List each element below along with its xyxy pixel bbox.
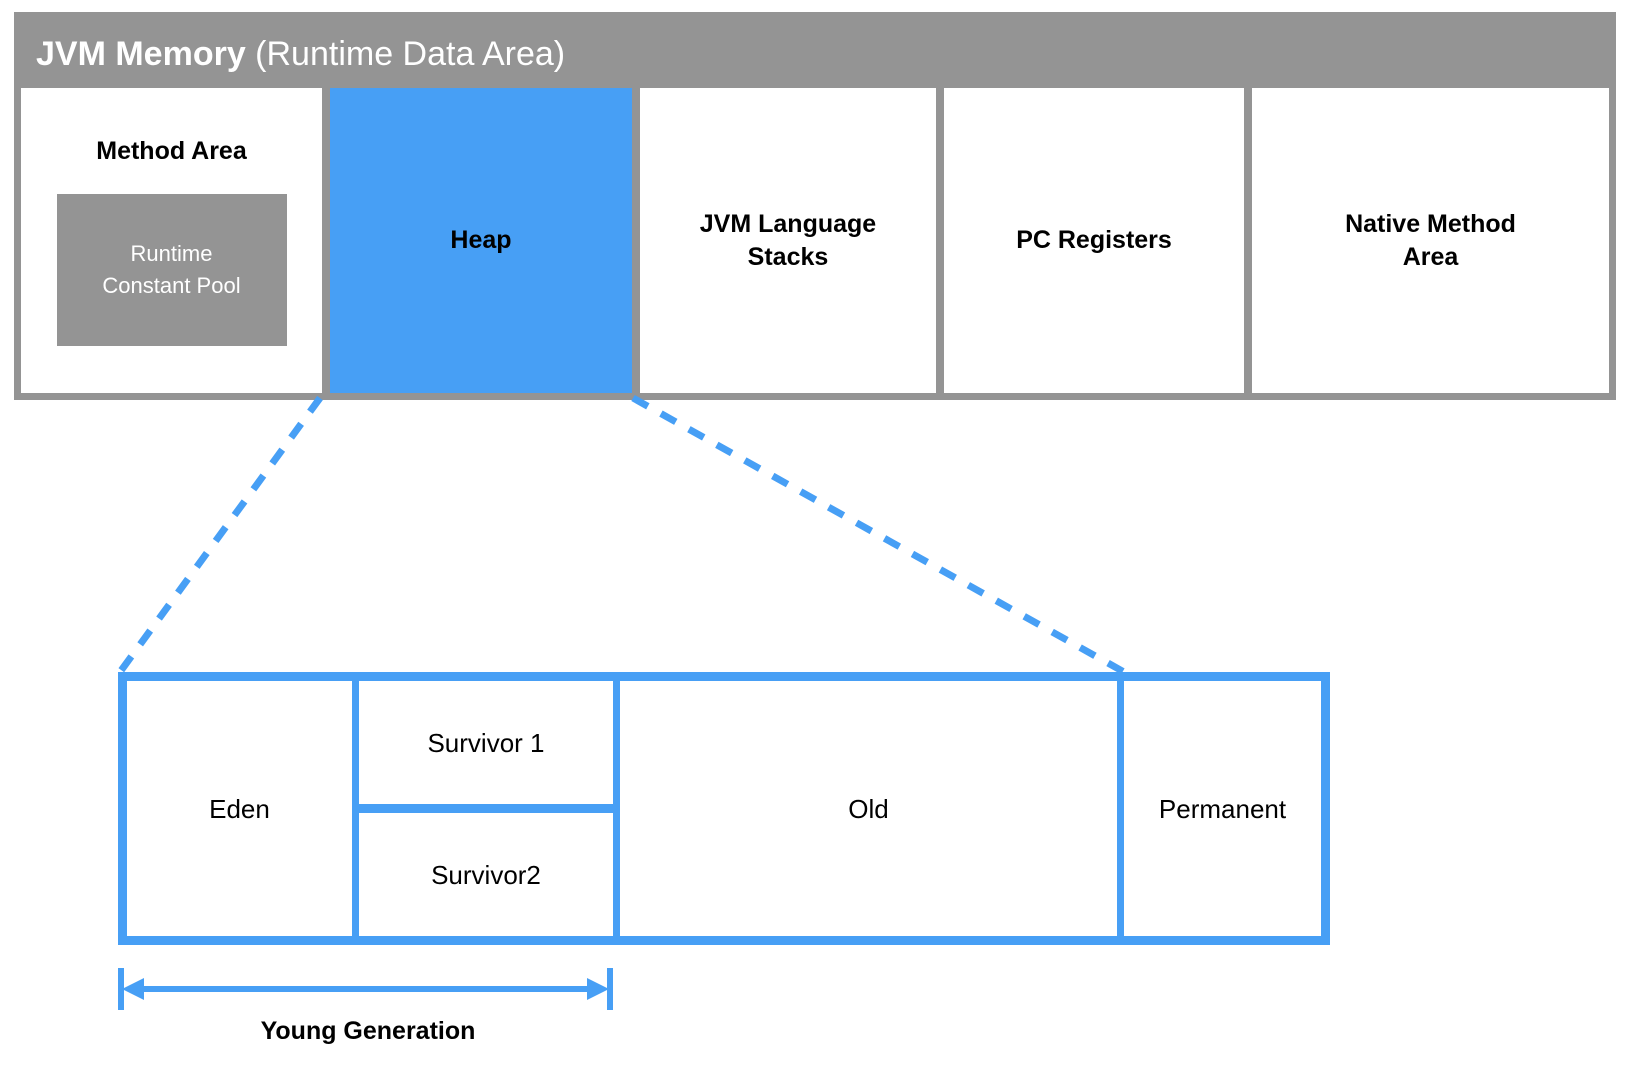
memory-area-pc-registers[interactable]: PC Registers <box>944 88 1244 393</box>
rcp-line-2: Constant Pool <box>102 273 241 298</box>
heap-label: Heap <box>450 226 512 254</box>
memory-area-method-area[interactable]: Method Area Runtime Constant Pool <box>21 88 322 393</box>
young-generation-label: Young Generation <box>260 1017 476 1045</box>
page-title: JVM Memory (Runtime Data Area) <box>36 34 565 74</box>
survivor-1-label: Survivor 1 <box>427 727 545 758</box>
method-area-inner: Method Area Runtime Constant Pool <box>21 88 322 393</box>
stacks-line-1: JVM Language <box>699 209 877 238</box>
native-method-area-label: Native Method Area <box>1345 208 1516 274</box>
title-regular-part: (Runtime Data Area) <box>245 35 566 73</box>
heap-region-eden[interactable]: Eden <box>127 681 352 936</box>
heap-detail-box: Eden Survivor 1 Survivor2 Old Permanent <box>118 672 1330 945</box>
native-line-1: Native Method <box>1345 209 1516 238</box>
heap-region-survivor-2[interactable]: Survivor2 <box>359 804 613 936</box>
runtime-constant-pool-label: Runtime Constant Pool <box>102 238 240 302</box>
native-line-2: Area <box>1402 242 1459 271</box>
heap-region-permanent[interactable]: Permanent <box>1117 681 1321 936</box>
title-bold-part: JVM Memory <box>36 35 246 73</box>
measure-arrowhead-left <box>122 978 144 1000</box>
rcp-line-1: Runtime <box>130 241 213 266</box>
permanent-label: Permanent <box>1158 793 1287 824</box>
heap-region-survivors: Survivor 1 Survivor2 <box>352 681 613 936</box>
stacks-line-2: Stacks <box>747 242 829 271</box>
young-generation-measure-arrow <box>118 968 613 1010</box>
memory-area-row: Method Area Runtime Constant Pool Heap J… <box>21 88 1609 393</box>
heap-region-old[interactable]: Old <box>613 681 1117 936</box>
connector-line-right <box>631 394 1126 676</box>
survivor-2-label: Survivor2 <box>431 859 541 890</box>
memory-area-jvm-language-stacks[interactable]: JVM Language Stacks <box>640 88 936 393</box>
runtime-constant-pool-box[interactable]: Runtime Constant Pool <box>56 194 287 346</box>
method-area-label: Method Area <box>96 137 247 165</box>
connector-line-left <box>117 395 323 675</box>
memory-area-heap[interactable]: Heap <box>330 88 632 393</box>
jvm-language-stacks-label: JVM Language Stacks <box>700 208 876 274</box>
measure-arrowhead-right <box>587 978 609 1000</box>
heap-region-survivor-1[interactable]: Survivor 1 <box>359 681 613 804</box>
pc-registers-label: PC Registers <box>1016 226 1172 254</box>
old-label: Old <box>848 793 889 824</box>
jvm-memory-container: JVM Memory (Runtime Data Area) Method Ar… <box>14 12 1616 400</box>
memory-area-native-method-area[interactable]: Native Method Area <box>1252 88 1609 393</box>
eden-label: Eden <box>209 793 270 824</box>
